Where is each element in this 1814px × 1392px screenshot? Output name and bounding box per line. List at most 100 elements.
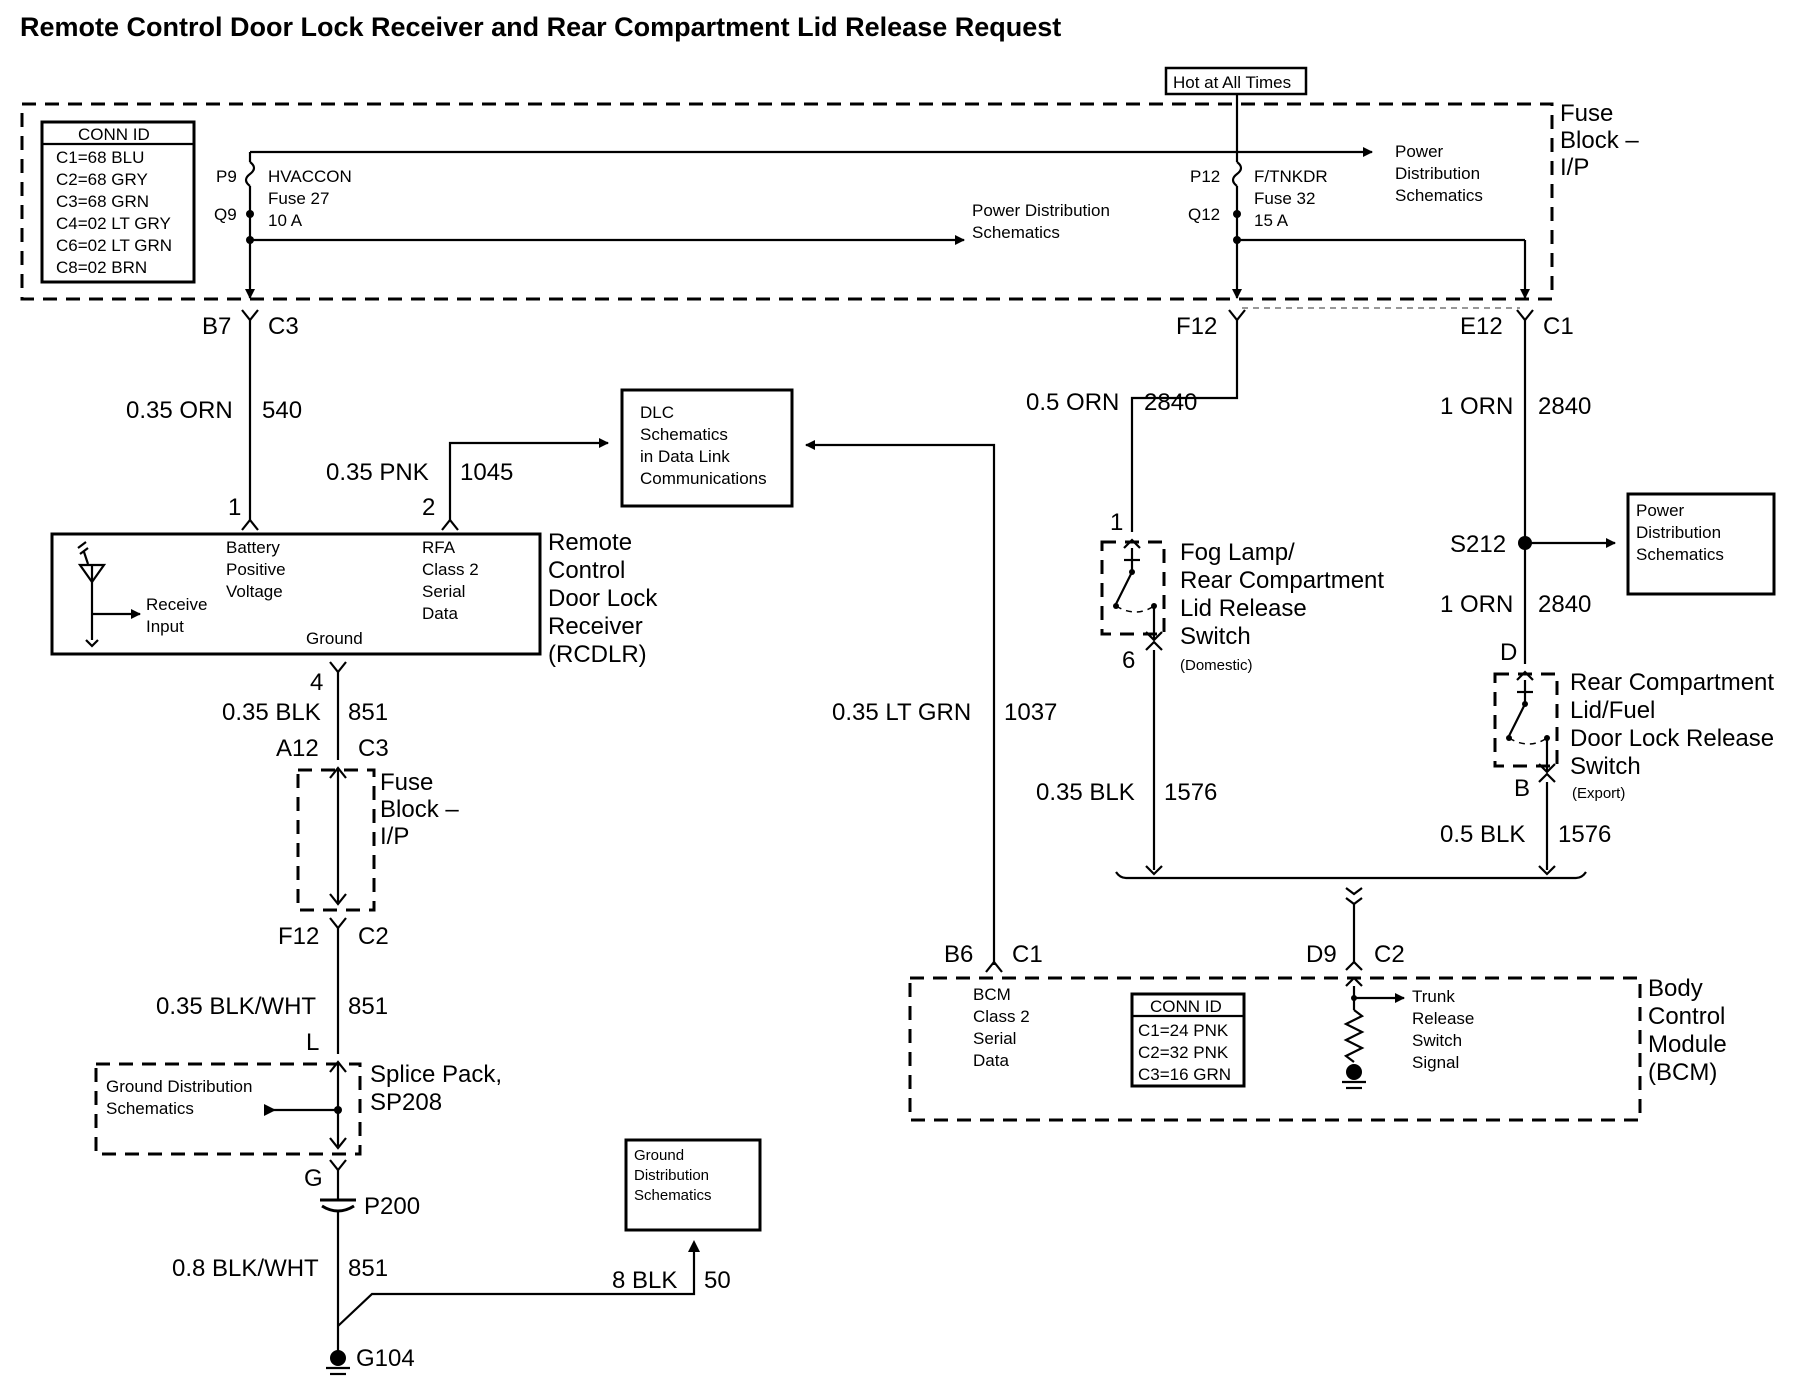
svg-text:Signal: Signal — [1412, 1053, 1459, 1072]
svg-text:RFA: RFA — [422, 538, 456, 557]
svg-text:Ground Distribution: Ground Distribution — [106, 1077, 252, 1096]
pin-2-label: 2 — [422, 494, 435, 521]
splice-node — [334, 1106, 342, 1114]
rcdlr-name: Remote Control Door Lock Receiver (RCDLR… — [548, 529, 658, 668]
svg-text:Ground: Ground — [634, 1147, 684, 1164]
rear-pin-b-symbol — [1538, 772, 1556, 783]
splice-pack-outline — [94, 1062, 362, 1156]
ground-g104-symbol — [326, 1350, 350, 1376]
svg-text:Block –: Block – — [380, 796, 459, 823]
fog-lamp-switch — [1100, 538, 1166, 642]
svg-text:0.5 BLK: 0.5 BLK — [1440, 821, 1525, 848]
splice-ground-ref-arrow — [264, 1104, 276, 1116]
rcdlr-pin-2 — [441, 518, 459, 531]
p200-pass-through — [320, 1198, 356, 1213]
power-bus — [244, 95, 1530, 309]
svg-text:BCM: BCM — [973, 985, 1011, 1004]
svg-text:P9: P9 — [216, 167, 237, 186]
svg-text:DLC: DLC — [640, 403, 674, 422]
wire-1045 — [448, 438, 609, 520]
connector-a12-symbol — [329, 766, 347, 779]
svg-text:Lid Release: Lid Release — [1180, 595, 1307, 622]
rcdlr-module: Receive Input Battery Positive Voltage R… — [50, 532, 542, 656]
svg-text:I/P: I/P — [1560, 154, 1589, 181]
bcm-serial-data: BCM Class 2 Serial Data — [973, 985, 1030, 1070]
splice-pack-entry — [329, 1060, 347, 1073]
connector-labels-top: B7 C3 F12 E12 C1 — [202, 313, 1574, 340]
connector-f12-mid-label: F12 C2 — [278, 923, 389, 950]
svg-text:1045: 1045 — [460, 459, 513, 486]
rcdlr-pin-1 — [241, 518, 259, 531]
hot-at-all-times-label: Hot at All Times — [1173, 73, 1291, 92]
fuse-27: P9 Q9 HVACCON Fuse 27 10 A — [214, 167, 352, 230]
svg-text:(Export): (Export) — [1572, 785, 1625, 802]
svg-text:Positive: Positive — [226, 560, 286, 579]
svg-text:0.35 ORN: 0.35 ORN — [126, 397, 233, 424]
connector-f12-mid-symbol — [329, 917, 347, 930]
svg-text:1037: 1037 — [1004, 699, 1057, 726]
svg-text:10 A: 10 A — [268, 211, 303, 230]
wire-2840-b-label: 1 ORN 2840 — [1440, 393, 1591, 420]
svg-text:C2=32 PNK: C2=32 PNK — [1138, 1043, 1229, 1062]
svg-text:HVACCON: HVACCON — [268, 167, 352, 186]
svg-text:(RCDLR): (RCDLR) — [548, 641, 647, 668]
ground-distribution-ref-splice: Ground Distribution Schematics — [106, 1077, 252, 1118]
rear-pin-b-label: B — [1514, 775, 1530, 802]
conn-id-table-bcm: CONN ID C1=24 PNK C2=32 PNK C3=16 GRN — [1130, 992, 1246, 1088]
svg-text:0.35 PNK: 0.35 PNK — [326, 459, 429, 486]
svg-text:C6=02 LT GRN: C6=02 LT GRN — [56, 236, 172, 255]
svg-text:Class 2: Class 2 — [422, 560, 479, 579]
bcm-name: Body Control Module (BCM) — [1648, 975, 1727, 1086]
wire-1576-a-label: 0.35 BLK 1576 — [1036, 779, 1217, 806]
svg-text:Battery: Battery — [226, 538, 280, 557]
ground-distribution-ref-box: Ground Distribution Schematics — [624, 1138, 762, 1232]
svg-text:Fuse: Fuse — [380, 769, 433, 796]
svg-text:1 ORN: 1 ORN — [1440, 393, 1513, 420]
svg-text:2840: 2840 — [1144, 389, 1197, 416]
wire-50-arrow — [688, 1240, 700, 1252]
svg-text:Rear Compartment: Rear Compartment — [1180, 567, 1384, 594]
svg-text:Q12: Q12 — [1188, 205, 1220, 224]
p200-label: P200 — [364, 1193, 420, 1220]
svg-text:0.35 BLK/WHT: 0.35 BLK/WHT — [156, 993, 316, 1020]
svg-text:Fuse 32: Fuse 32 — [1254, 189, 1315, 208]
fog-pin-6-symbol — [1145, 640, 1163, 651]
rear-compartment-switch — [1493, 670, 1559, 774]
svg-text:C3: C3 — [268, 313, 299, 340]
svg-text:Schematics: Schematics — [640, 425, 728, 444]
connector-a12-label: A12 C3 — [276, 735, 389, 762]
wire-2840-a-label: 0.5 ORN 2840 — [1026, 389, 1197, 416]
rcdlr-pin-4 — [329, 661, 347, 674]
svg-text:C2: C2 — [1374, 941, 1405, 968]
svg-text:Body: Body — [1648, 975, 1703, 1002]
svg-text:F/TNKDR: F/TNKDR — [1254, 167, 1328, 186]
fog-switch-name: Fog Lamp/ Rear Compartment Lid Release S… — [1180, 539, 1384, 674]
svg-text:Power Distribution: Power Distribution — [972, 201, 1110, 220]
fuse-32: P12 Q12 F/TNKDR Fuse 32 15 A — [1188, 167, 1328, 230]
connector-l-label: L — [306, 1029, 319, 1056]
svg-text:0.35 BLK: 0.35 BLK — [1036, 779, 1135, 806]
wire-851-c-label: 0.8 BLK/WHT 851 — [172, 1255, 388, 1282]
svg-text:Door Lock Release: Door Lock Release — [1570, 725, 1774, 752]
svg-text:Data: Data — [422, 604, 458, 623]
rear-switch-name: Rear Compartment Lid/Fuel Door Lock Rele… — [1570, 669, 1774, 802]
svg-text:Voltage: Voltage — [226, 582, 283, 601]
svg-text:Schematics: Schematics — [972, 223, 1060, 242]
fuse-block-mid-outline — [296, 768, 376, 912]
svg-text:15 A: 15 A — [1254, 211, 1289, 230]
wire-851-a-label: 0.35 BLK 851 — [222, 699, 388, 726]
wire-1037 — [805, 440, 996, 965]
svg-text:Schematics: Schematics — [1636, 545, 1724, 564]
svg-text:Rear Compartment: Rear Compartment — [1570, 669, 1774, 696]
svg-text:Splice Pack,: Splice Pack, — [370, 1061, 502, 1088]
svg-text:Switch: Switch — [1180, 623, 1251, 650]
svg-text:851: 851 — [348, 993, 388, 1020]
wire-851-b-label: 0.35 BLK/WHT 851 — [156, 993, 388, 1020]
splice-pack-label: Splice Pack, SP208 — [370, 1061, 502, 1116]
wire-50 — [337, 1248, 696, 1327]
pin-4-label: 4 — [310, 669, 323, 696]
fog-pin-6-label: 6 — [1122, 647, 1135, 674]
svg-text:P12: P12 — [1190, 167, 1220, 186]
dlc-schematics-ref: DLC Schematics in Data Link Communicatio… — [620, 388, 794, 508]
ground-join-bus — [1115, 871, 1587, 971]
